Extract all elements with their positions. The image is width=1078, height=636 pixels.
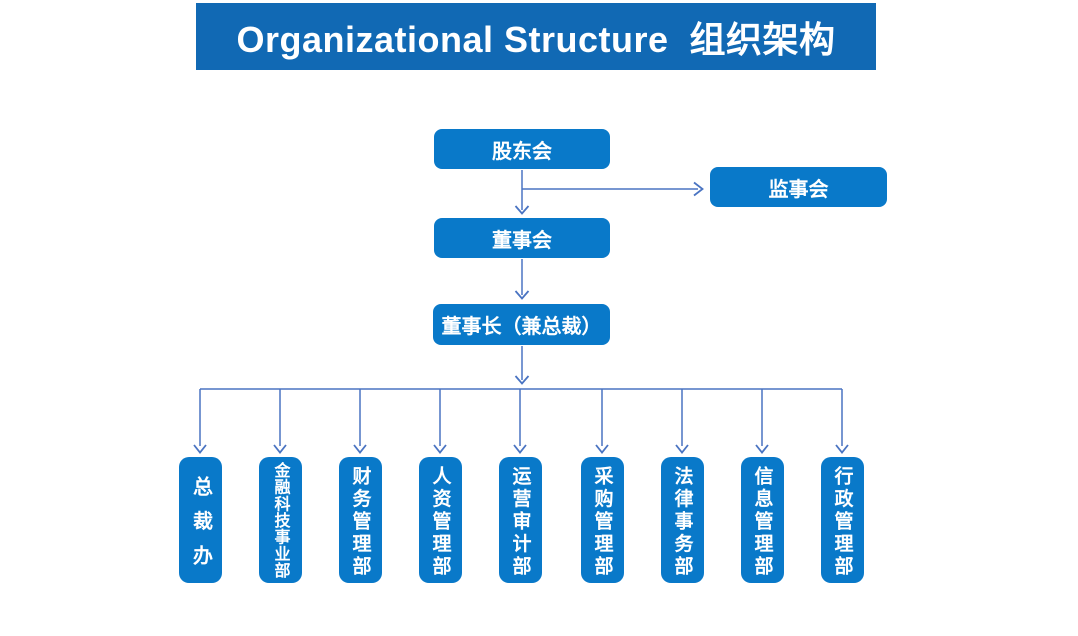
title-banner: Organizational Structure 组织架构: [196, 3, 876, 70]
page-title: Organizational Structure 组织架构: [236, 18, 836, 60]
node-dept-hr: 人资管理部: [418, 457, 462, 583]
node-dept-operations-audit: 运营审计部: [498, 457, 542, 583]
arrowhead-right-icon: [693, 181, 704, 197]
arrowhead-down-icon: [514, 290, 530, 300]
node-shareholders-meeting: 股东会: [434, 129, 610, 169]
node-dept-information: 信息管理部: [740, 457, 784, 583]
node-dept-president-office: 总裁办: [178, 457, 222, 583]
arrowhead-down-icon: [514, 205, 530, 215]
node-dept-finance: 财务管理部: [338, 457, 382, 583]
node-dept-administration: 行政管理部: [820, 457, 864, 583]
connector-drop: [199, 389, 843, 446]
node-dept-legal-affairs: 法律事务部: [660, 457, 704, 583]
arrowhead-down-icon: [193, 444, 849, 454]
node-board-of-directors: 董事会: [434, 218, 610, 258]
node-dept-procurement: 采购管理部: [580, 457, 624, 583]
node-supervisory-board: 监事会: [710, 167, 887, 207]
node-chairman-president: 董事长（兼总裁）: [433, 304, 610, 345]
arrowhead-down-icon: [514, 375, 530, 385]
node-dept-fintech-division: 金融科技事业部: [258, 457, 302, 583]
